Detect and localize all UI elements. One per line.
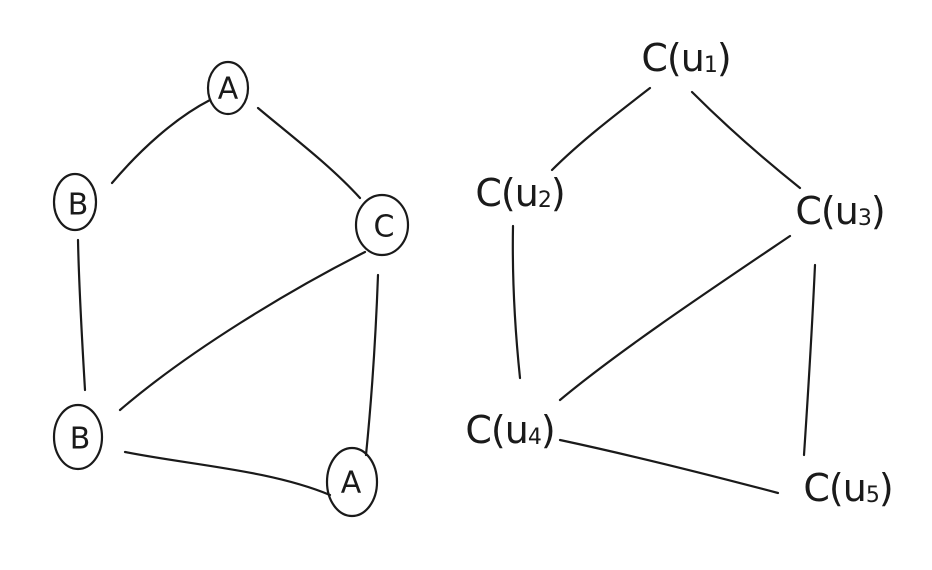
- left-edge-n4-n5: [123, 450, 332, 497]
- node-label-prefix: C(u: [465, 408, 527, 452]
- node-label: A: [341, 466, 362, 501]
- node-label: B: [68, 188, 89, 223]
- right-node-u1: C(u1): [641, 36, 731, 80]
- node-label: C(u1): [641, 36, 730, 80]
- left-node-n5: A: [325, 446, 379, 518]
- right-edge-u1-u3: [690, 90, 802, 190]
- node-label: C(u2): [475, 171, 564, 215]
- node-label-subscript: 5: [866, 483, 879, 508]
- node-label-suffix: ): [871, 189, 885, 233]
- left-node-n1: A: [206, 60, 250, 116]
- left-node-n4: B: [52, 403, 104, 471]
- node-label: A: [218, 72, 239, 107]
- left-node-n2: B: [52, 172, 98, 232]
- node-label-suffix: ): [541, 408, 555, 452]
- node-label-prefix: C(u: [795, 189, 857, 233]
- node-label: C: [374, 210, 395, 245]
- node-circle: [52, 172, 98, 232]
- right-edge-u3-u4: [558, 234, 792, 402]
- node-label-prefix: C(u: [641, 36, 703, 80]
- right-node-u4: C(u4): [465, 408, 555, 452]
- node-label-subscript: 1: [704, 53, 717, 78]
- node-label: B: [70, 422, 91, 457]
- node-label: C(u4): [465, 408, 554, 452]
- right-edge-u3-u5: [802, 263, 817, 457]
- node-circle: [325, 446, 379, 518]
- right-node-u5: C(u5): [803, 466, 893, 510]
- node-label-suffix: ): [717, 36, 731, 80]
- node-label-suffix: ): [879, 466, 893, 510]
- node-circle: [206, 60, 250, 116]
- right-node-u3: C(u3): [795, 189, 885, 233]
- left-edge-n1-n3: [256, 106, 362, 200]
- node-circle: [354, 193, 410, 257]
- left-graph: A B C B A: [52, 60, 410, 518]
- right-edge-u2-u4: [511, 224, 522, 380]
- right-edge-u4-u5: [558, 438, 780, 495]
- node-label-prefix: C(u: [803, 466, 865, 510]
- right-edge-u1-u2: [550, 86, 652, 172]
- left-node-n3: C: [354, 193, 410, 257]
- node-label-prefix: C(u: [475, 171, 537, 215]
- node-label-subscript: 3: [858, 206, 871, 231]
- right-node-u2: C(u2): [475, 171, 565, 215]
- node-label-subscript: 2: [538, 188, 551, 213]
- node-label: C(u3): [795, 189, 884, 233]
- left-edge-n3-n4: [118, 250, 367, 412]
- node-circle: [52, 403, 104, 471]
- left-edge-n3-n5: [364, 273, 380, 457]
- left-edge-n2-n4: [76, 238, 87, 392]
- node-label: C(u5): [803, 466, 892, 510]
- node-label-suffix: ): [551, 171, 565, 215]
- left-edge-n1-n2: [110, 98, 212, 185]
- right-graph: C(u1) C(u2) C(u3) C(u4) C(u5): [465, 36, 893, 510]
- node-label-subscript: 4: [528, 425, 541, 450]
